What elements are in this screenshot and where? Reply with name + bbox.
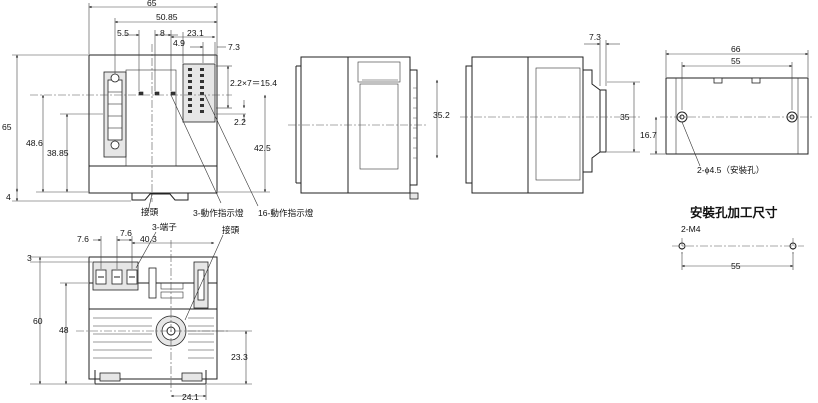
dim-7-3: 7.3 bbox=[228, 42, 240, 52]
dim-8: 8 bbox=[160, 28, 165, 38]
label-16-led: 16-動作指示燈 bbox=[258, 207, 314, 218]
dim-4-9: 4.9 bbox=[173, 38, 185, 48]
label-connector: 接頭 bbox=[222, 224, 240, 235]
dim-35-2: 35.2 bbox=[433, 110, 450, 120]
top-view: 65 50.85 5.5 8 23.1 4.9 7.3 2.2×7＝15.4 bbox=[2, 0, 314, 218]
right-side-view: 7.3 35 bbox=[460, 32, 640, 194]
dim-35: 35 bbox=[620, 112, 630, 122]
dim-38-85: 38.85 bbox=[47, 148, 69, 158]
dim-3: 3 bbox=[27, 253, 32, 263]
dim-24-1: 24.1 bbox=[182, 392, 199, 402]
dim-7-3-right: 7.3 bbox=[589, 32, 601, 42]
label-terminal: 接頭 bbox=[141, 206, 159, 217]
dim-60: 60 bbox=[33, 316, 43, 326]
dim-40-3: 40.3 bbox=[140, 234, 157, 244]
dim-55-mount: 55 bbox=[731, 261, 741, 271]
dim-2-2: 2.2 bbox=[234, 117, 246, 127]
mounting-title: 安裝孔加工尺寸 bbox=[690, 205, 778, 220]
dim-5-5: 5.5 bbox=[117, 28, 129, 38]
dim-16-7: 16.7 bbox=[640, 130, 657, 140]
vent-slots bbox=[93, 317, 214, 359]
dim-4: 4 bbox=[6, 192, 11, 202]
label-3-terminal: 3-端子 bbox=[152, 221, 177, 232]
dim-height-65: 65 bbox=[2, 122, 12, 132]
bottom-view: 7.6 7.6 40.3 3-端子 接頭 3 60 48 23.3 24.1 bbox=[27, 221, 252, 402]
mounting-hole-detail: 安裝孔加工尺寸 2-M4 55 bbox=[672, 205, 804, 271]
label-3-led: 3-動作指示燈 bbox=[193, 207, 244, 218]
dim-50-85: 50.85 bbox=[156, 12, 178, 22]
dim-7-6-a: 7.6 bbox=[77, 234, 89, 244]
dim-23-1: 23.1 bbox=[187, 28, 204, 38]
screw-label: 2-M4 bbox=[681, 224, 701, 234]
rear-view: 66 55 16.7 2-ϕ4.5（安裝孔） bbox=[640, 44, 814, 175]
dim-width-65: 65 bbox=[147, 0, 157, 8]
dim-7-6-b: 7.6 bbox=[120, 228, 132, 238]
terminal-screws bbox=[95, 269, 138, 285]
dim-23-3: 23.3 bbox=[231, 352, 248, 362]
dim-55-rear: 55 bbox=[731, 56, 741, 66]
side-view: 35.2 bbox=[288, 56, 450, 200]
dim-pitch-15-4: 2.2×7＝15.4 bbox=[230, 78, 277, 88]
dim-48: 48 bbox=[59, 325, 69, 335]
hole-label: 2-ϕ4.5（安裝孔） bbox=[697, 164, 764, 175]
dim-42-5: 42.5 bbox=[254, 143, 271, 153]
dim-66: 66 bbox=[731, 44, 741, 54]
dim-48-6: 48.6 bbox=[26, 138, 43, 148]
